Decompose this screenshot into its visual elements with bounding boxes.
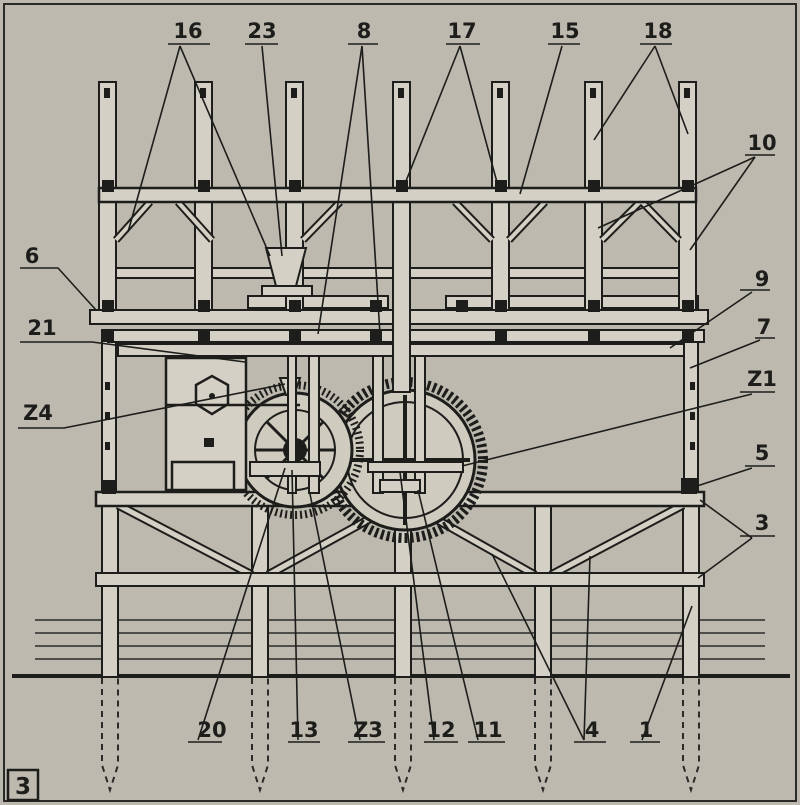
callout-Z3: Z3 [353,718,383,742]
callout-1: 1 [639,718,654,742]
callout-3: 3 [755,511,770,535]
callout-15: 15 [550,19,579,43]
callout-10: 10 [747,131,776,155]
callout-23: 23 [247,19,276,43]
callout-Z1: Z1 [747,367,777,391]
callout-11: 11 [473,718,502,742]
callout-6: 6 [25,244,40,268]
millstone-housing [164,356,300,492]
callout-12: 12 [426,718,455,742]
callout-4: 4 [585,718,600,742]
callout-8: 8 [357,19,372,43]
post-notches [104,88,690,98]
lower-beam [95,572,705,587]
callout-16: 16 [173,19,202,43]
joint-blocks [102,180,697,494]
callout-13: 13 [289,718,318,742]
callout-20: 20 [197,718,226,742]
pile-tips [101,678,700,794]
callout-5: 5 [755,441,770,465]
callout-Z4: Z4 [23,401,53,425]
callout-18: 18 [643,19,672,43]
figure-number: 3 [15,774,31,800]
callout-labels: 16 23 8 17 15 18 10 6 9 21 7 Z4 Z1 5 3 2… [23,19,777,742]
callout-17: 17 [447,19,476,43]
bearing-blocks [249,461,464,493]
callout-9: 9 [755,267,770,291]
leader-lines [18,43,775,743]
callout-7: 7 [757,315,772,339]
callout-21: 21 [27,316,56,340]
frame-border [3,3,797,802]
figure-number-box [6,768,40,802]
